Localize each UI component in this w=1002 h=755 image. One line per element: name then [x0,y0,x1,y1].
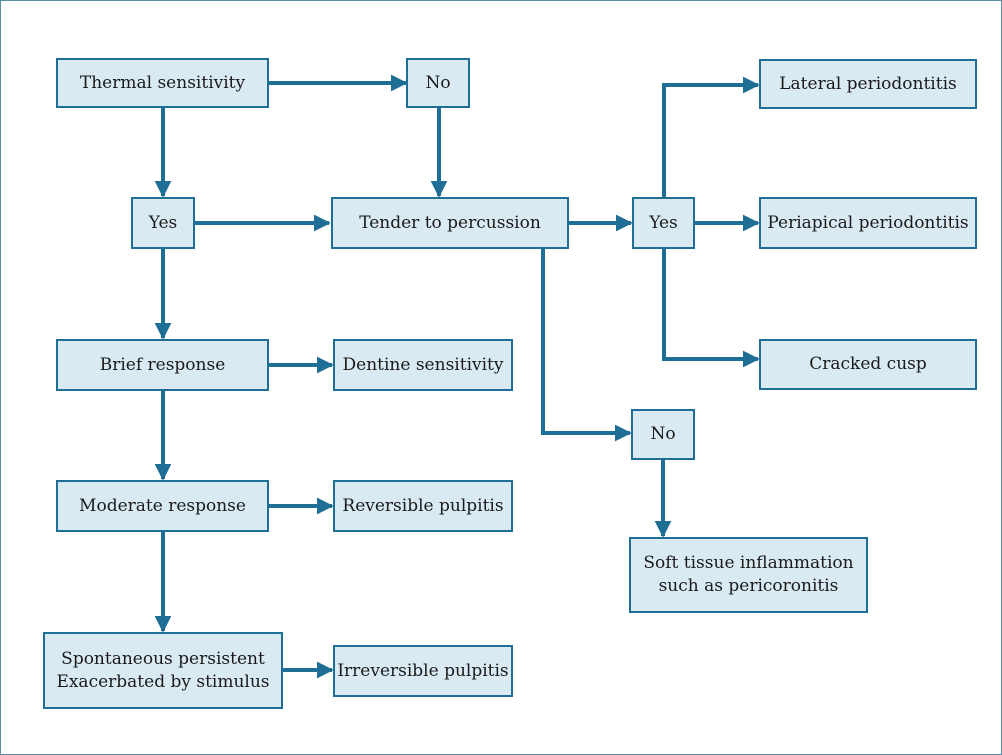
node-label: Tender to percussion [359,212,541,233]
node-reversible-pulpitis: Reversible pulpitis [333,480,513,532]
node-no-top: No [406,58,470,108]
node-spontaneous-persistent: Spontaneous persistent Exacerbated by st… [43,632,283,709]
node-moderate-response: Moderate response [56,480,269,532]
node-label: Yes [649,212,678,233]
node-cracked-cusp: Cracked cusp [759,339,977,390]
node-lateral-periodontitis: Lateral periodontitis [759,59,977,109]
edge-yes-to-lateral [662,76,760,197]
node-soft-tissue-inflammation: Soft tissue inflammation such as pericor… [629,537,868,613]
node-label: Yes [148,212,178,233]
node-label: Lateral periodontitis [779,73,957,94]
node-label: No [425,72,451,93]
node-dentine-sensitivity: Dentine sensitivity [333,339,513,391]
edge-yes-to-cracked [662,249,760,368]
node-no-mid: No [631,409,695,460]
node-irreversible-pulpitis: Irreversible pulpitis [333,645,513,697]
node-label: Periapical periodontitis [767,212,969,233]
node-label: Dentine sensitivity [342,354,504,375]
node-yes-right: Yes [632,197,695,249]
node-label: Brief response [99,354,226,375]
node-thermal-sensitivity: Thermal sensitivity [56,58,269,108]
node-label: Irreversible pulpitis [337,660,509,681]
node-label: Moderate response [79,495,246,516]
node-label: Spontaneous persistent Exacerbated by st… [56,648,270,692]
node-label: Thermal sensitivity [79,72,246,93]
node-brief-response: Brief response [56,339,269,391]
node-periapical-periodontitis: Periapical periodontitis [759,197,977,249]
node-label: Soft tissue inflammation such as pericor… [643,553,854,596]
edge-tender-to-no [541,249,632,442]
node-tender-to-percussion: Tender to percussion [331,197,569,249]
node-label: Reversible pulpitis [342,495,504,516]
node-label: No [650,424,676,444]
node-label: Cracked cusp [809,354,927,374]
node-yes-left: Yes [131,197,195,249]
